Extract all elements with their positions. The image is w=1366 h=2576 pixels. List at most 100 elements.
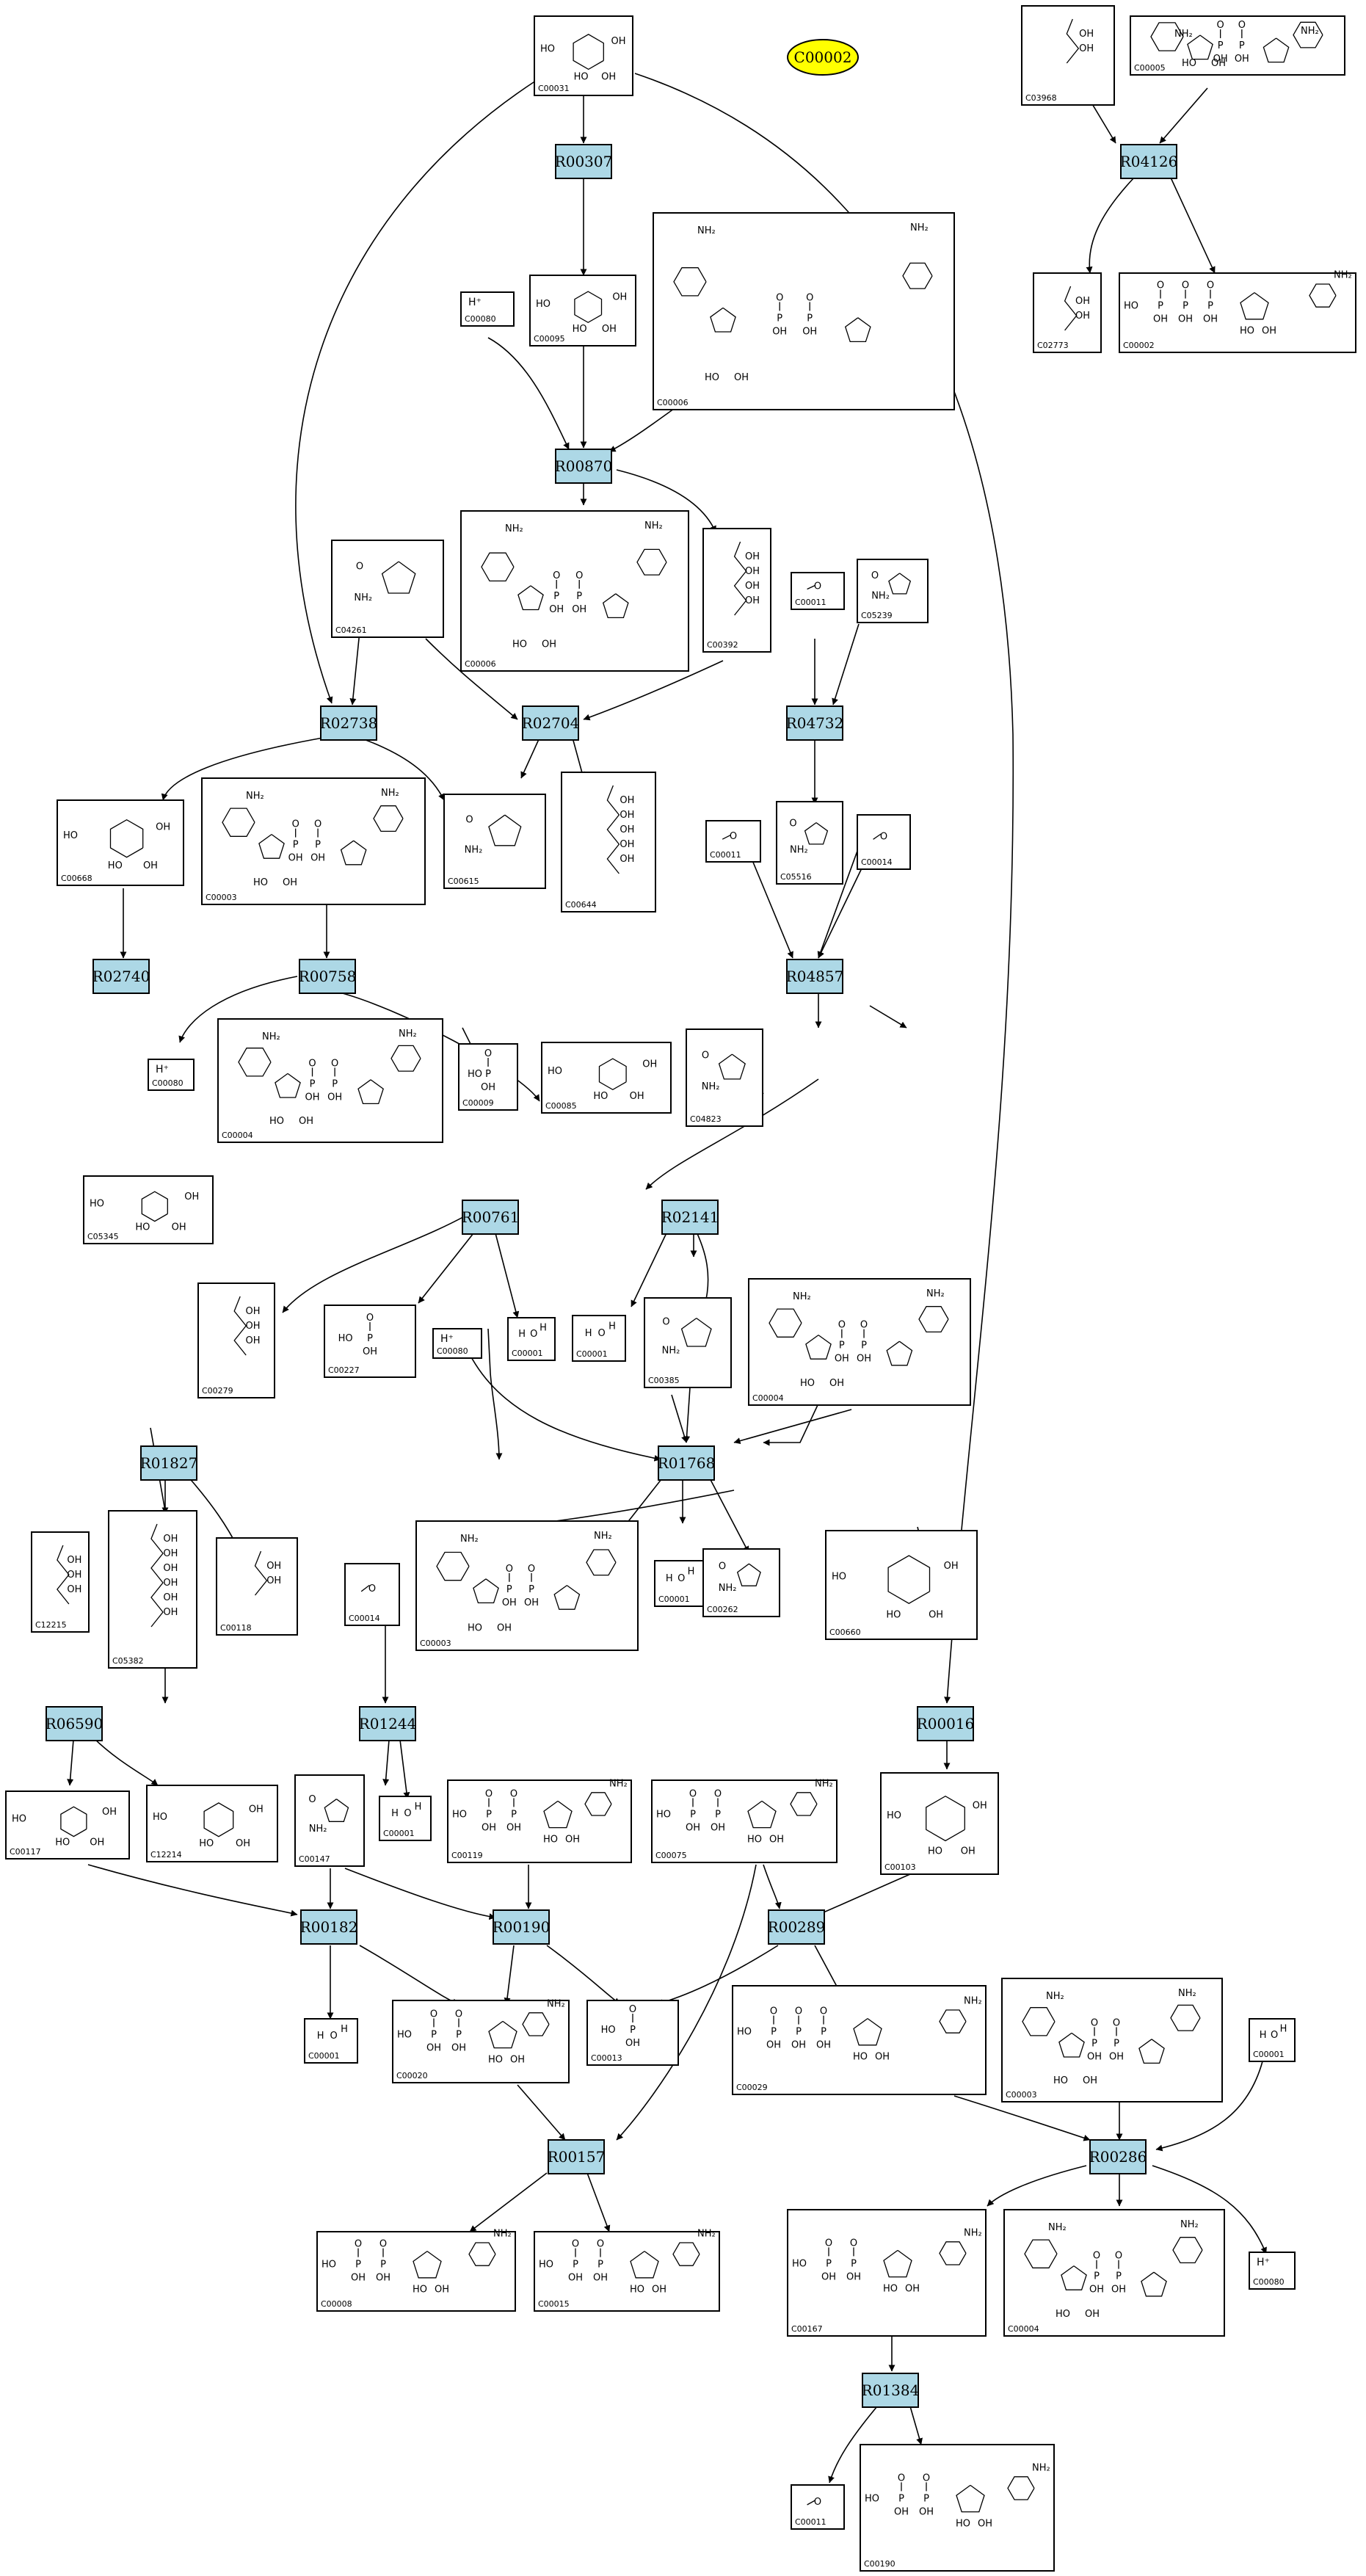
- reaction-R02704[interactable]: R02704: [522, 705, 580, 741]
- compound-box: [31, 1531, 90, 1633]
- compound-C00080[interactable]: H⁺C00080: [148, 1059, 195, 1091]
- compound-C00080[interactable]: H⁺C00080: [432, 1328, 482, 1359]
- compound-box: [324, 1305, 416, 1378]
- phosphorus-atom: P: [777, 313, 782, 324]
- map-link-oval[interactable]: C00002: [787, 39, 859, 76]
- reaction-R02738[interactable]: R02738: [320, 705, 378, 741]
- reaction-R04857[interactable]: R04857: [786, 959, 844, 994]
- reaction-R01384[interactable]: R01384: [862, 2373, 920, 2408]
- reaction-R06590[interactable]: R06590: [46, 1706, 103, 1741]
- amine-text: NH₂: [381, 788, 399, 799]
- reaction-R00289[interactable]: R00289: [768, 1909, 826, 1945]
- reaction-R04732[interactable]: R04732: [786, 705, 844, 741]
- reaction-R00307[interactable]: R00307: [555, 144, 613, 179]
- reaction-R00190[interactable]: R00190: [493, 1909, 551, 1945]
- reaction-R01768[interactable]: R01768: [658, 1445, 716, 1481]
- reaction-R02740[interactable]: R02740: [92, 959, 150, 994]
- hydroxyl-text: OH: [481, 1082, 495, 1093]
- hydroxyl-text: HO: [338, 1333, 353, 1344]
- compound-C00080[interactable]: H⁺C00080: [460, 291, 515, 327]
- compound-id-label: C00167: [791, 2324, 823, 2334]
- phosphorus-atom: P: [1094, 2271, 1100, 2282]
- reaction-R04126[interactable]: R04126: [1120, 144, 1178, 179]
- compound-C00080[interactable]: H⁺C00080: [1249, 2252, 1296, 2290]
- reaction-R01244[interactable]: R01244: [359, 1706, 417, 1741]
- reaction-R00286[interactable]: R00286: [1089, 2139, 1147, 2174]
- ring-glyph: [718, 1053, 746, 1080]
- reaction-R00758[interactable]: R00758: [299, 959, 357, 994]
- reaction-R01827[interactable]: R01827: [140, 1445, 198, 1481]
- reaction-R00182[interactable]: R00182: [300, 1909, 358, 1945]
- reaction-id-label: R01768: [658, 1454, 716, 1472]
- hydroxyl-text: HO: [135, 1222, 150, 1233]
- reaction-R00870[interactable]: R00870: [555, 449, 613, 484]
- reaction-R00761[interactable]: R00761: [462, 1200, 520, 1235]
- hydroxyl-text: OH: [172, 1222, 186, 1233]
- reaction-R02141[interactable]: R02141: [661, 1200, 719, 1235]
- oxygen-atom: O: [770, 2006, 777, 2017]
- reaction-R00157[interactable]: R00157: [548, 2139, 606, 2174]
- reaction-R00016[interactable]: R00016: [917, 1706, 975, 1741]
- edge: [349, 631, 360, 705]
- phosphorus-atom: P: [315, 840, 321, 851]
- reaction-box: [359, 1706, 416, 1741]
